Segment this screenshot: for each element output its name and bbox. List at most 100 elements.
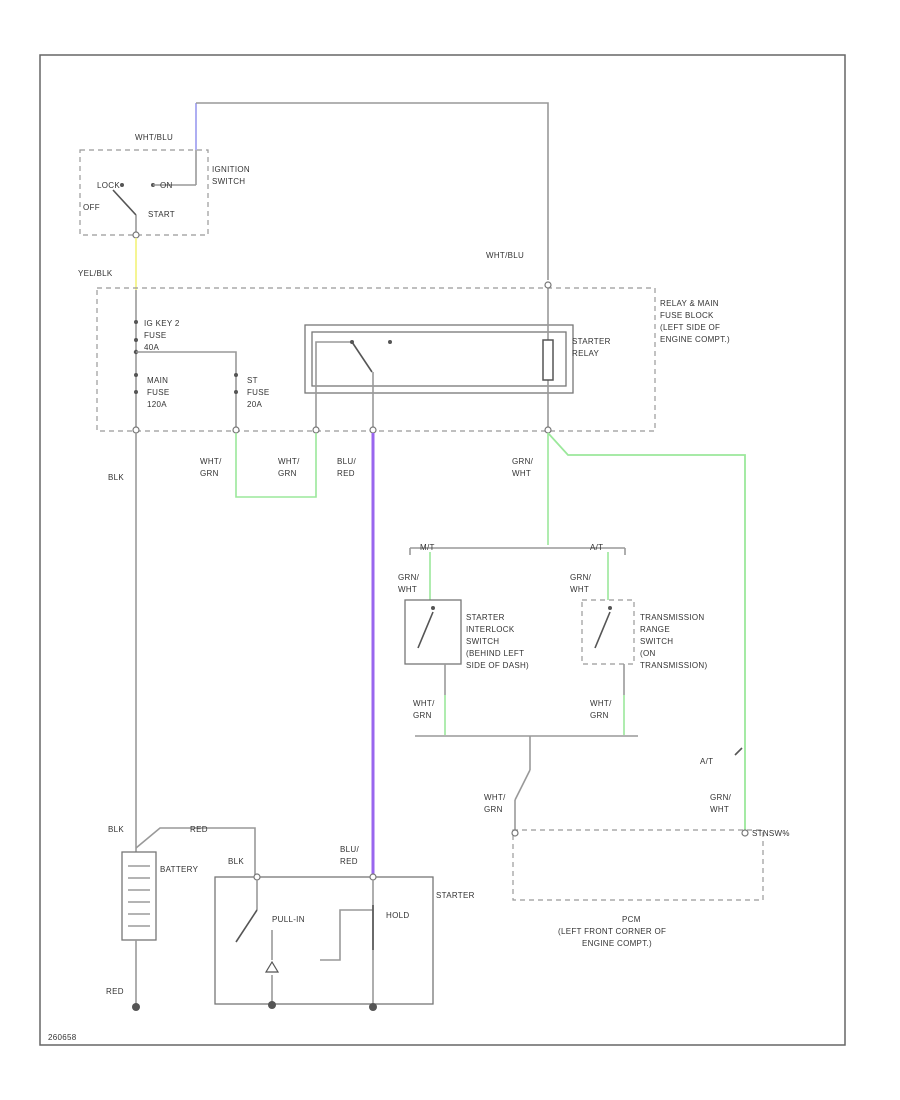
relay-fuse-block-box (96, 287, 656, 432)
relay-contact-b (388, 340, 392, 344)
ignition-contact-lock (120, 183, 124, 187)
label-grn-wht-r-a: GRN/ (570, 573, 592, 582)
battery-body (121, 851, 157, 941)
label-start: START (148, 210, 175, 219)
pull-in-coil-wire (320, 909, 373, 961)
diagram-frame (39, 54, 846, 1046)
label-main-fuse-1: MAIN (147, 376, 168, 385)
label-blk-left: BLK (108, 473, 124, 482)
starter-terminal-blk (253, 873, 261, 881)
label-grn-wht-r-b: WHT (570, 585, 589, 594)
label-relay-block-3: (LEFT SIDE OF (660, 323, 720, 332)
label-blu-red-top-b: RED (337, 469, 355, 478)
label-wht-blu-right: WHT/BLU (486, 251, 524, 260)
label-red-batt: RED (190, 825, 208, 834)
label-ig-key-fuse-3: 40A (144, 343, 159, 352)
label-mt: M/T (420, 543, 435, 552)
label-trans-range-4: (ON (640, 649, 656, 658)
wire-grn-wht-at (547, 432, 746, 830)
label-interlock-5: SIDE OF DASH) (466, 661, 529, 670)
label-st-fuse-3: 20A (247, 400, 262, 409)
starter-relay-box (304, 324, 574, 394)
interlock-arm (417, 611, 434, 649)
label-red-bottom: RED (106, 987, 124, 996)
label-trans-range-3: SWITCH (640, 637, 673, 646)
label-wht-grn-pcm-b: GRN (484, 805, 503, 814)
label-trans-range-5: TRANSMISSION) (640, 661, 707, 670)
label-off: OFF (83, 203, 100, 212)
label-starter: STARTER (436, 891, 475, 900)
label-grn-wht-pcm-a: GRN/ (710, 793, 732, 802)
label-battery: BATTERY (160, 865, 199, 874)
relay-top-terminal (544, 281, 552, 289)
label-grn-wht-pcm-b: WHT (710, 805, 729, 814)
label-wht-grn-2a: WHT/ (278, 457, 300, 466)
label-ig-key-fuse-1: IG KEY 2 (144, 319, 180, 328)
relay-switch-arm (351, 341, 373, 373)
pull-in-arm (235, 909, 258, 943)
interlock-contact (431, 606, 435, 610)
label-wht-grn-l-b: GRN (413, 711, 432, 720)
label-diagram-id: 260658 (48, 1033, 77, 1042)
main-fuse-top (134, 373, 138, 377)
pcm-terminal-left (511, 829, 519, 837)
ig-key-fuse-top (134, 320, 138, 324)
label-main-fuse-3: 120A (147, 400, 167, 409)
label-interlock-2: INTERLOCK (466, 625, 515, 634)
block-terminal-3 (312, 426, 320, 434)
label-wht-grn-r-b: GRN (590, 711, 609, 720)
ignition-switch-box (79, 149, 209, 236)
label-grn-wht-relay-a: GRN/ (512, 457, 534, 466)
trans-range-switch-box (581, 599, 635, 665)
starter-ground-left (268, 1001, 276, 1009)
label-grn-wht-l-b: WHT (398, 585, 417, 594)
label-wht-blu-top: WHT/BLU (135, 133, 173, 142)
label-on: ON (160, 181, 173, 190)
label-wht-grn-1a: WHT/ (200, 457, 222, 466)
label-interlock-3: SWITCH (466, 637, 499, 646)
label-yel-blk: YEL/BLK (78, 269, 113, 278)
label-blu-red-bottom-a: BLU/ (340, 845, 359, 854)
block-terminal-1 (132, 426, 140, 434)
label-relay-block-1: RELAY & MAIN (660, 299, 719, 308)
relay-coil (542, 339, 554, 381)
label-at-mid: A/T (700, 757, 713, 766)
wire-red-batt (135, 827, 256, 875)
label-relay-block-2: FUSE BLOCK (660, 311, 714, 320)
label-pcm-2: (LEFT FRONT CORNER OF (558, 927, 666, 936)
label-ig-key-fuse-2: FUSE (144, 331, 167, 340)
starter-relay-inner (311, 331, 567, 387)
label-relay-block-4: ENGINE COMPT.) (660, 335, 730, 344)
label-st-fuse-2: FUSE (247, 388, 270, 397)
interlock-switch-box (404, 599, 462, 665)
label-interlock-1: STARTER (466, 613, 505, 622)
label-trans-range-1: TRANSMISSION (640, 613, 705, 622)
block-terminal-5 (544, 426, 552, 434)
starter-box (214, 876, 434, 1005)
label-pcm-1: PCM (622, 915, 641, 924)
label-starter-relay-1: STARTER (572, 337, 611, 346)
ignition-arm (112, 189, 137, 216)
label-starter-relay-2: RELAY (572, 349, 600, 358)
ignition-terminal (132, 231, 140, 239)
ig-key-fuse-bottom (134, 338, 138, 342)
block-terminal-4 (369, 426, 377, 434)
label-blu-red-bottom-b: RED (340, 857, 358, 866)
label-blk-starter: BLK (228, 857, 244, 866)
pcm-box (512, 829, 764, 901)
main-fuse-bottom (134, 390, 138, 394)
label-wht-grn-1b: GRN (200, 469, 219, 478)
label-ignition-switch-2: SWITCH (212, 177, 245, 186)
label-at-top: A/T (590, 543, 603, 552)
wire-wht-grn-loop (235, 433, 317, 498)
label-grn-wht-l-a: GRN/ (398, 573, 420, 582)
starter-terminal-blu (369, 873, 377, 881)
label-pcm-3: ENGINE COMPT.) (582, 939, 652, 948)
st-fuse-top (234, 373, 238, 377)
battery-ground (132, 1003, 140, 1011)
block-terminal-2 (232, 426, 240, 434)
st-fuse-bottom (234, 390, 238, 394)
label-stnsw: STNSW% (752, 829, 790, 838)
label-grn-wht-relay-b: WHT (512, 469, 531, 478)
motor-symbol (264, 960, 280, 973)
